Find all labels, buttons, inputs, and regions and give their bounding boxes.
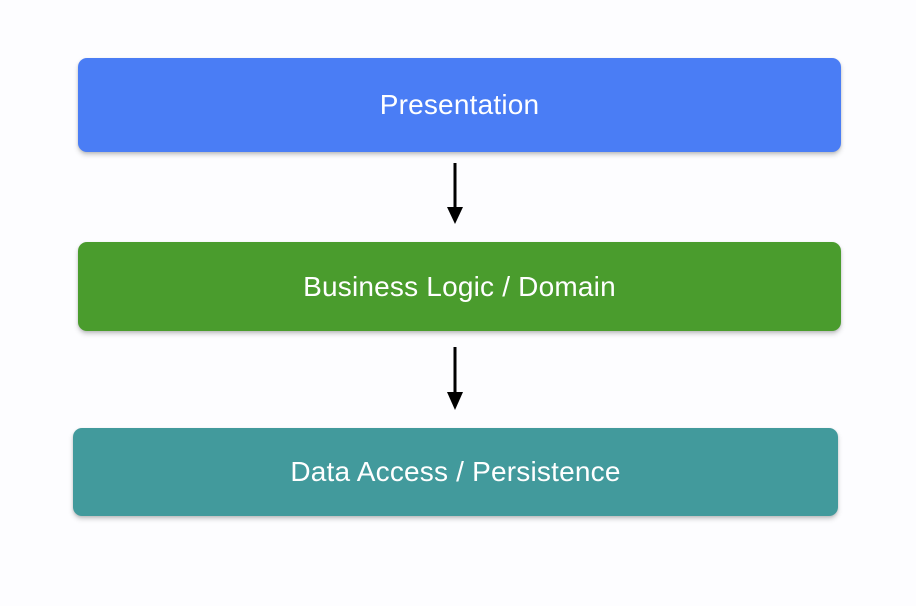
layer-label-presentation: Presentation bbox=[379, 89, 540, 120]
layer-label-business-logic: Business Logic / Domain bbox=[303, 270, 616, 302]
arrow-presentation-to-business bbox=[439, 163, 471, 225]
arrow-business-to-data bbox=[439, 347, 471, 411]
layer-box-business-logic[interactable]: Business Logic / Domain bbox=[78, 242, 841, 331]
layer-box-data-access[interactable]: Data Access / Persistence bbox=[73, 428, 838, 516]
layer-box-presentation[interactable]: Presentation bbox=[78, 58, 841, 152]
down-arrow-icon bbox=[447, 163, 463, 224]
layer-label-data-access: Data Access / Persistence bbox=[290, 456, 621, 487]
down-arrow-icon bbox=[447, 347, 463, 410]
